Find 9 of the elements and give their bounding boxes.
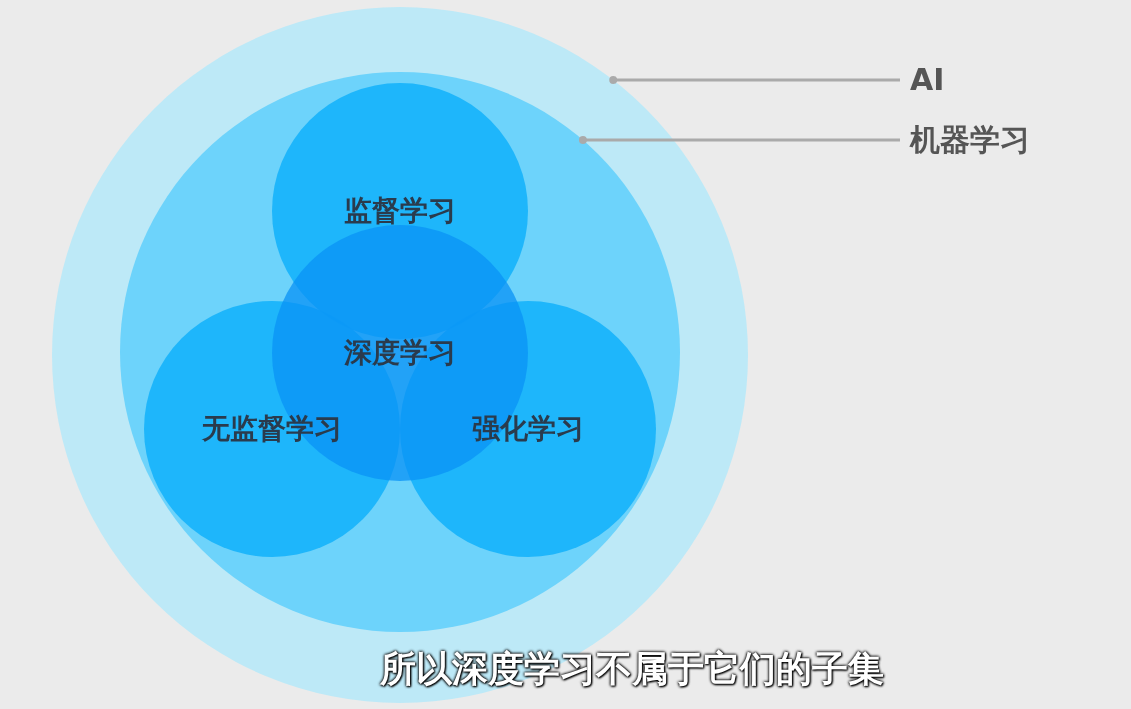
- subtitle-caption: 所以深度学习不属于它们的子集: [380, 647, 884, 691]
- leader-line: [578, 136, 900, 144]
- circle-label: 无监督学习: [201, 411, 343, 447]
- circle-label: 监督学习: [343, 193, 457, 229]
- set-label: 机器学习: [910, 120, 1030, 160]
- set-label: AI: [910, 60, 945, 100]
- circle-label: 深度学习: [343, 335, 457, 371]
- leader-line: [609, 76, 900, 84]
- circle-label: 强化学习: [471, 411, 585, 447]
